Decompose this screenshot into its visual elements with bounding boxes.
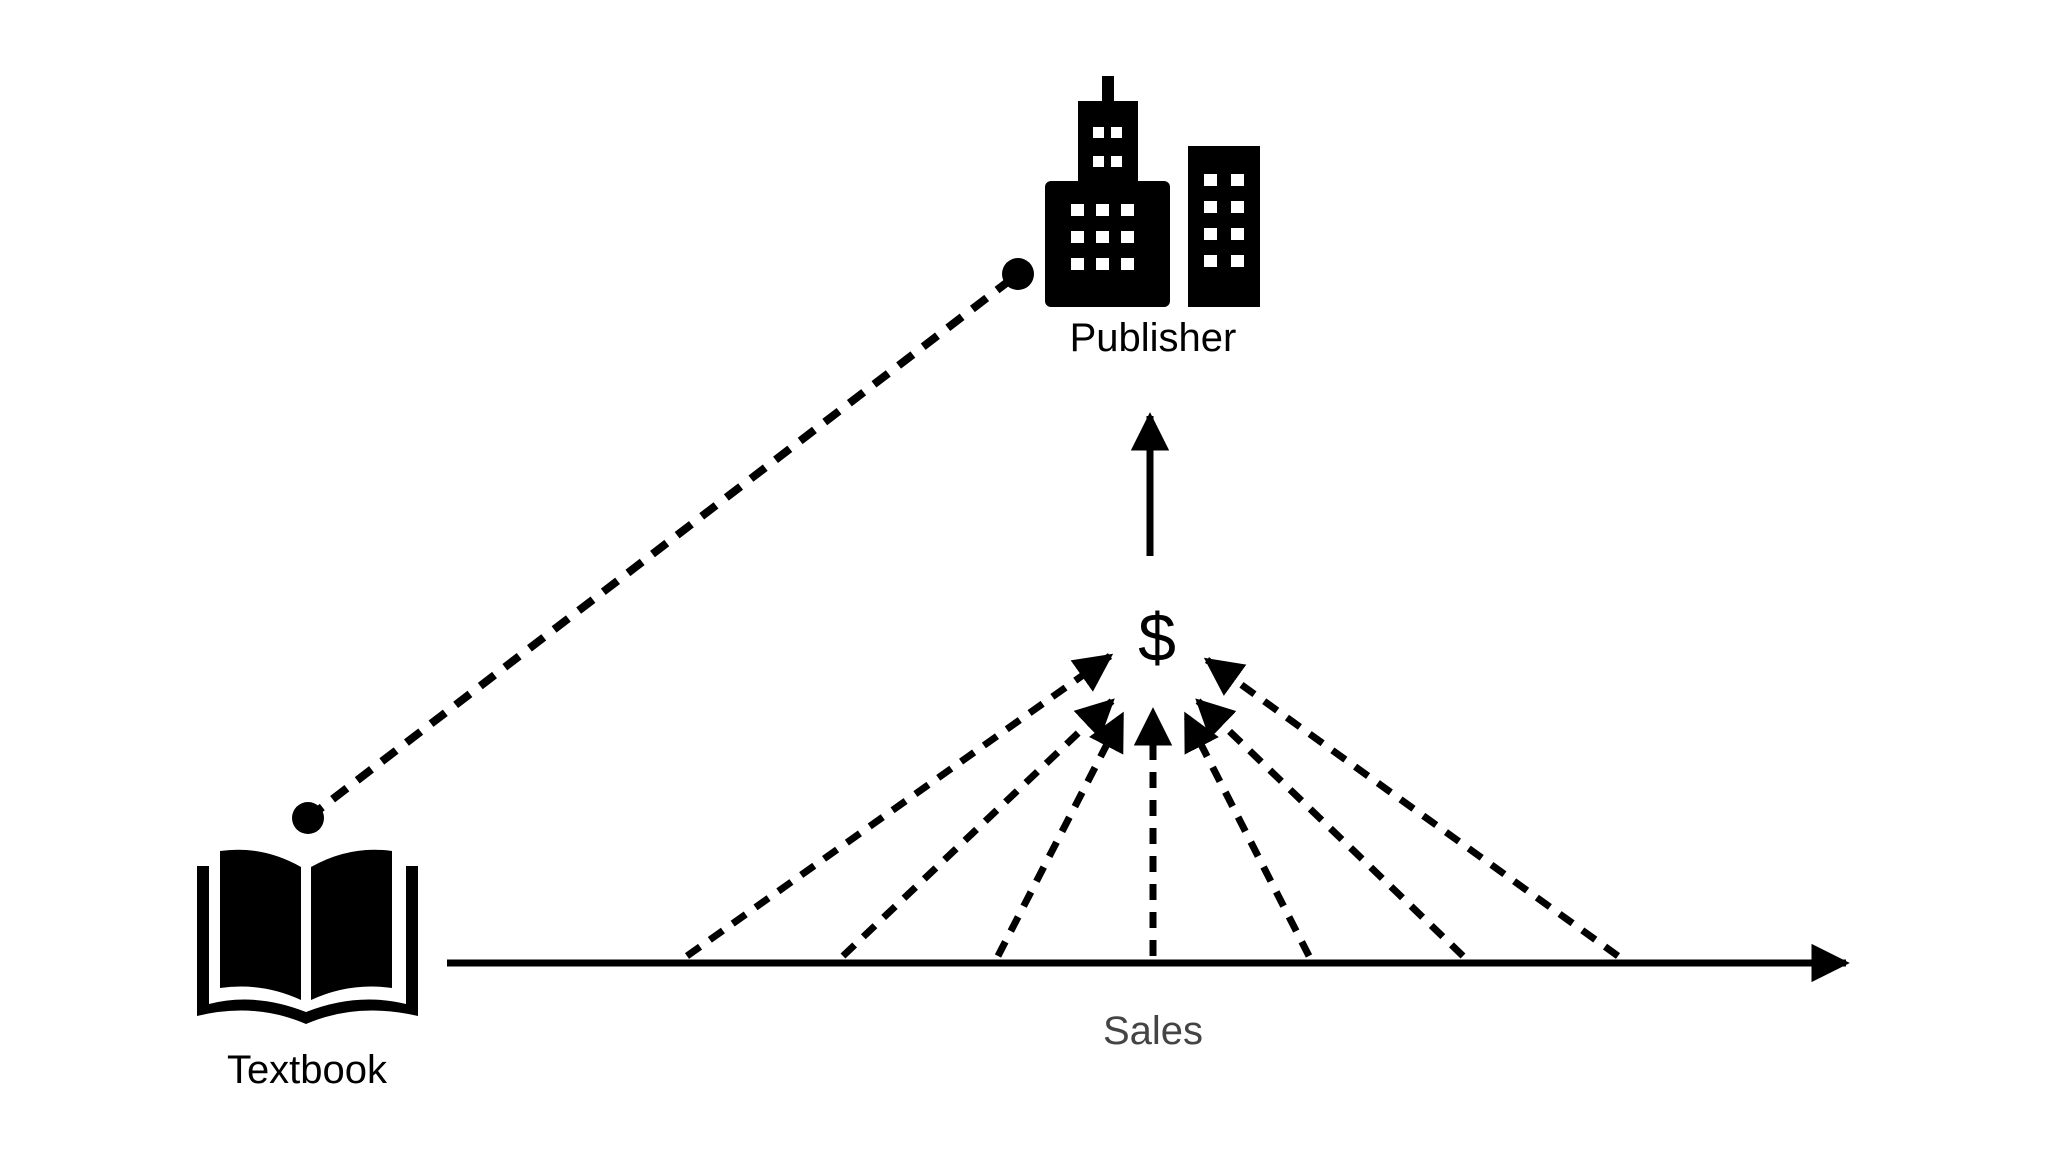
sales-arrow-1 xyxy=(684,653,1114,959)
textbook-publisher-connector xyxy=(305,270,1021,822)
sales-arrow-2 xyxy=(840,698,1115,959)
connector-endpoint-publisher xyxy=(1002,258,1034,290)
sales-arrow-7 xyxy=(1203,657,1621,959)
open-book-icon xyxy=(197,849,418,1024)
building-icon xyxy=(1045,76,1260,307)
sales-label: Sales xyxy=(1103,1009,1203,1053)
connector-endpoint-textbook xyxy=(292,802,324,834)
textbook-label: Textbook xyxy=(227,1048,388,1092)
sales-arrow-6 xyxy=(1195,698,1466,959)
sales-arrow-5 xyxy=(1182,711,1313,958)
sales-arrow-3 xyxy=(994,711,1126,958)
dollar-symbol: $ xyxy=(1138,600,1176,676)
publisher-label: Publisher xyxy=(1070,316,1237,360)
sales-revenue-arrows xyxy=(684,653,1621,959)
